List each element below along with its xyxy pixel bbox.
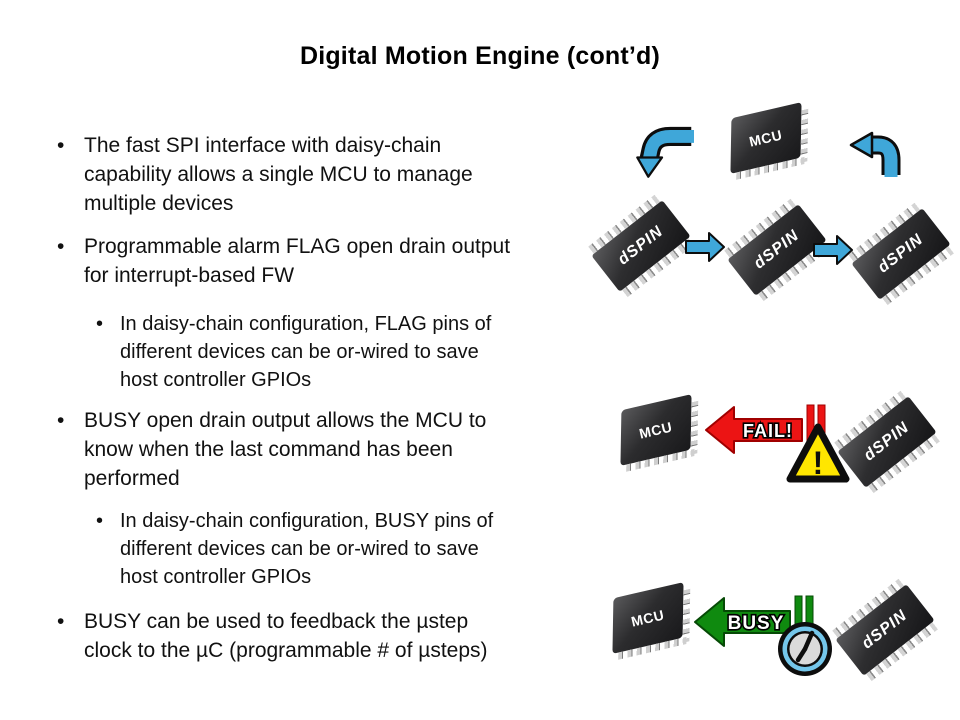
- bullet-line: capability allows a single MCU to manage: [84, 163, 473, 186]
- bullet-item: BUSY open drain output allows the MCU to…: [48, 406, 628, 493]
- bullet-line: performed: [84, 467, 180, 490]
- bullet-line: know when the last command has been: [84, 438, 453, 461]
- bullet-line: In daisy-chain configuration, BUSY pins …: [120, 510, 494, 532]
- bullet-text: Programmable alarm FLAG open drain outpu…: [84, 232, 510, 290]
- bullet-line: multiple devices: [84, 192, 234, 215]
- chip-label: dSPIN: [750, 226, 803, 273]
- warning-triangle-icon: !: [786, 423, 850, 483]
- chip-label: dSPIN: [614, 222, 667, 269]
- bullet-item: BUSY can be used to feedback the µstep c…: [48, 607, 628, 665]
- page-title: Digital Motion Engine (cont’d): [299, 42, 661, 70]
- chip-body: MCU: [620, 394, 692, 466]
- bullet-text: In daisy-chain configuration, FLAG pins …: [120, 310, 491, 394]
- bullet-line: different devices can be or-wired to sav…: [120, 341, 479, 363]
- chip-body: MCU: [612, 582, 684, 654]
- bullet-line: BUSY open drain output allows the MCU to: [84, 409, 487, 432]
- dspin-chip: dSPIN: [586, 192, 698, 300]
- busy-arrow-icon: BUSY: [694, 595, 814, 647]
- curved-arrow-down-left-icon: [636, 126, 694, 178]
- bullet-item: The fast SPI interface with daisy-chain …: [48, 131, 628, 218]
- chip-body: dSPIN: [835, 584, 935, 676]
- clock-icon: [778, 622, 832, 676]
- busy-arrow-label: BUSY: [728, 613, 785, 634]
- bullet-line: Programmable alarm FLAG open drain outpu…: [84, 235, 511, 258]
- bullet-line: The fast SPI interface with daisy-chain: [84, 134, 442, 157]
- chip-label: dSPIN: [858, 606, 911, 653]
- curved-arrow-up-left-icon: [849, 131, 901, 177]
- chip-label: MCU: [747, 126, 785, 150]
- bullet-line: different devices can be or-wired to sav…: [120, 538, 479, 560]
- bullet-line: for interrupt-based FW: [84, 264, 295, 287]
- bullet-line: In daisy-chain configuration, FLAG pins …: [120, 313, 492, 335]
- bullet-text: BUSY can be used to feedback the µstep c…: [84, 607, 488, 665]
- chip-body: dSPIN: [591, 200, 691, 292]
- sub-bullet-item: In daisy-chain configuration, BUSY pins …: [86, 507, 628, 591]
- bullet-item: Programmable alarm FLAG open drain outpu…: [48, 232, 628, 290]
- bullet-text: The fast SPI interface with daisy-chain …: [84, 131, 473, 218]
- chip-body: dSPIN: [851, 208, 951, 300]
- chip-body: dSPIN: [837, 396, 937, 488]
- chain-arrow-right-icon: [685, 232, 725, 262]
- mcu-chip: MCU: [612, 394, 704, 474]
- fail-arrow-label: FAIL!: [743, 421, 793, 441]
- dspin-chip: dSPIN: [846, 200, 958, 308]
- bullet-text: In daisy-chain configuration, BUSY pins …: [120, 507, 493, 591]
- bullet-list: The fast SPI interface with daisy-chain …: [48, 119, 628, 665]
- bullet-line: host controller GPIOs: [120, 369, 312, 391]
- chip-label: MCU: [637, 418, 675, 442]
- chip-body: MCU: [730, 102, 802, 174]
- mcu-chip: MCU: [722, 102, 814, 182]
- chip-label: MCU: [629, 606, 667, 630]
- chip-label: dSPIN: [874, 230, 927, 277]
- bullet-line: host controller GPIOs: [120, 566, 312, 588]
- bullet-line: clock to the µC (programmable # of µstep…: [84, 639, 488, 662]
- chain-arrow-right-icon: [813, 235, 853, 265]
- mcu-chip: MCU: [604, 582, 696, 662]
- warning-exclamation: !: [813, 445, 824, 481]
- bullet-text: BUSY open drain output allows the MCU to…: [84, 406, 486, 493]
- bullet-line: BUSY can be used to feedback the µstep: [84, 610, 469, 633]
- dspin-chip: dSPIN: [830, 576, 942, 684]
- chip-label: dSPIN: [860, 418, 913, 465]
- sub-bullet-item: In daisy-chain configuration, FLAG pins …: [86, 310, 628, 394]
